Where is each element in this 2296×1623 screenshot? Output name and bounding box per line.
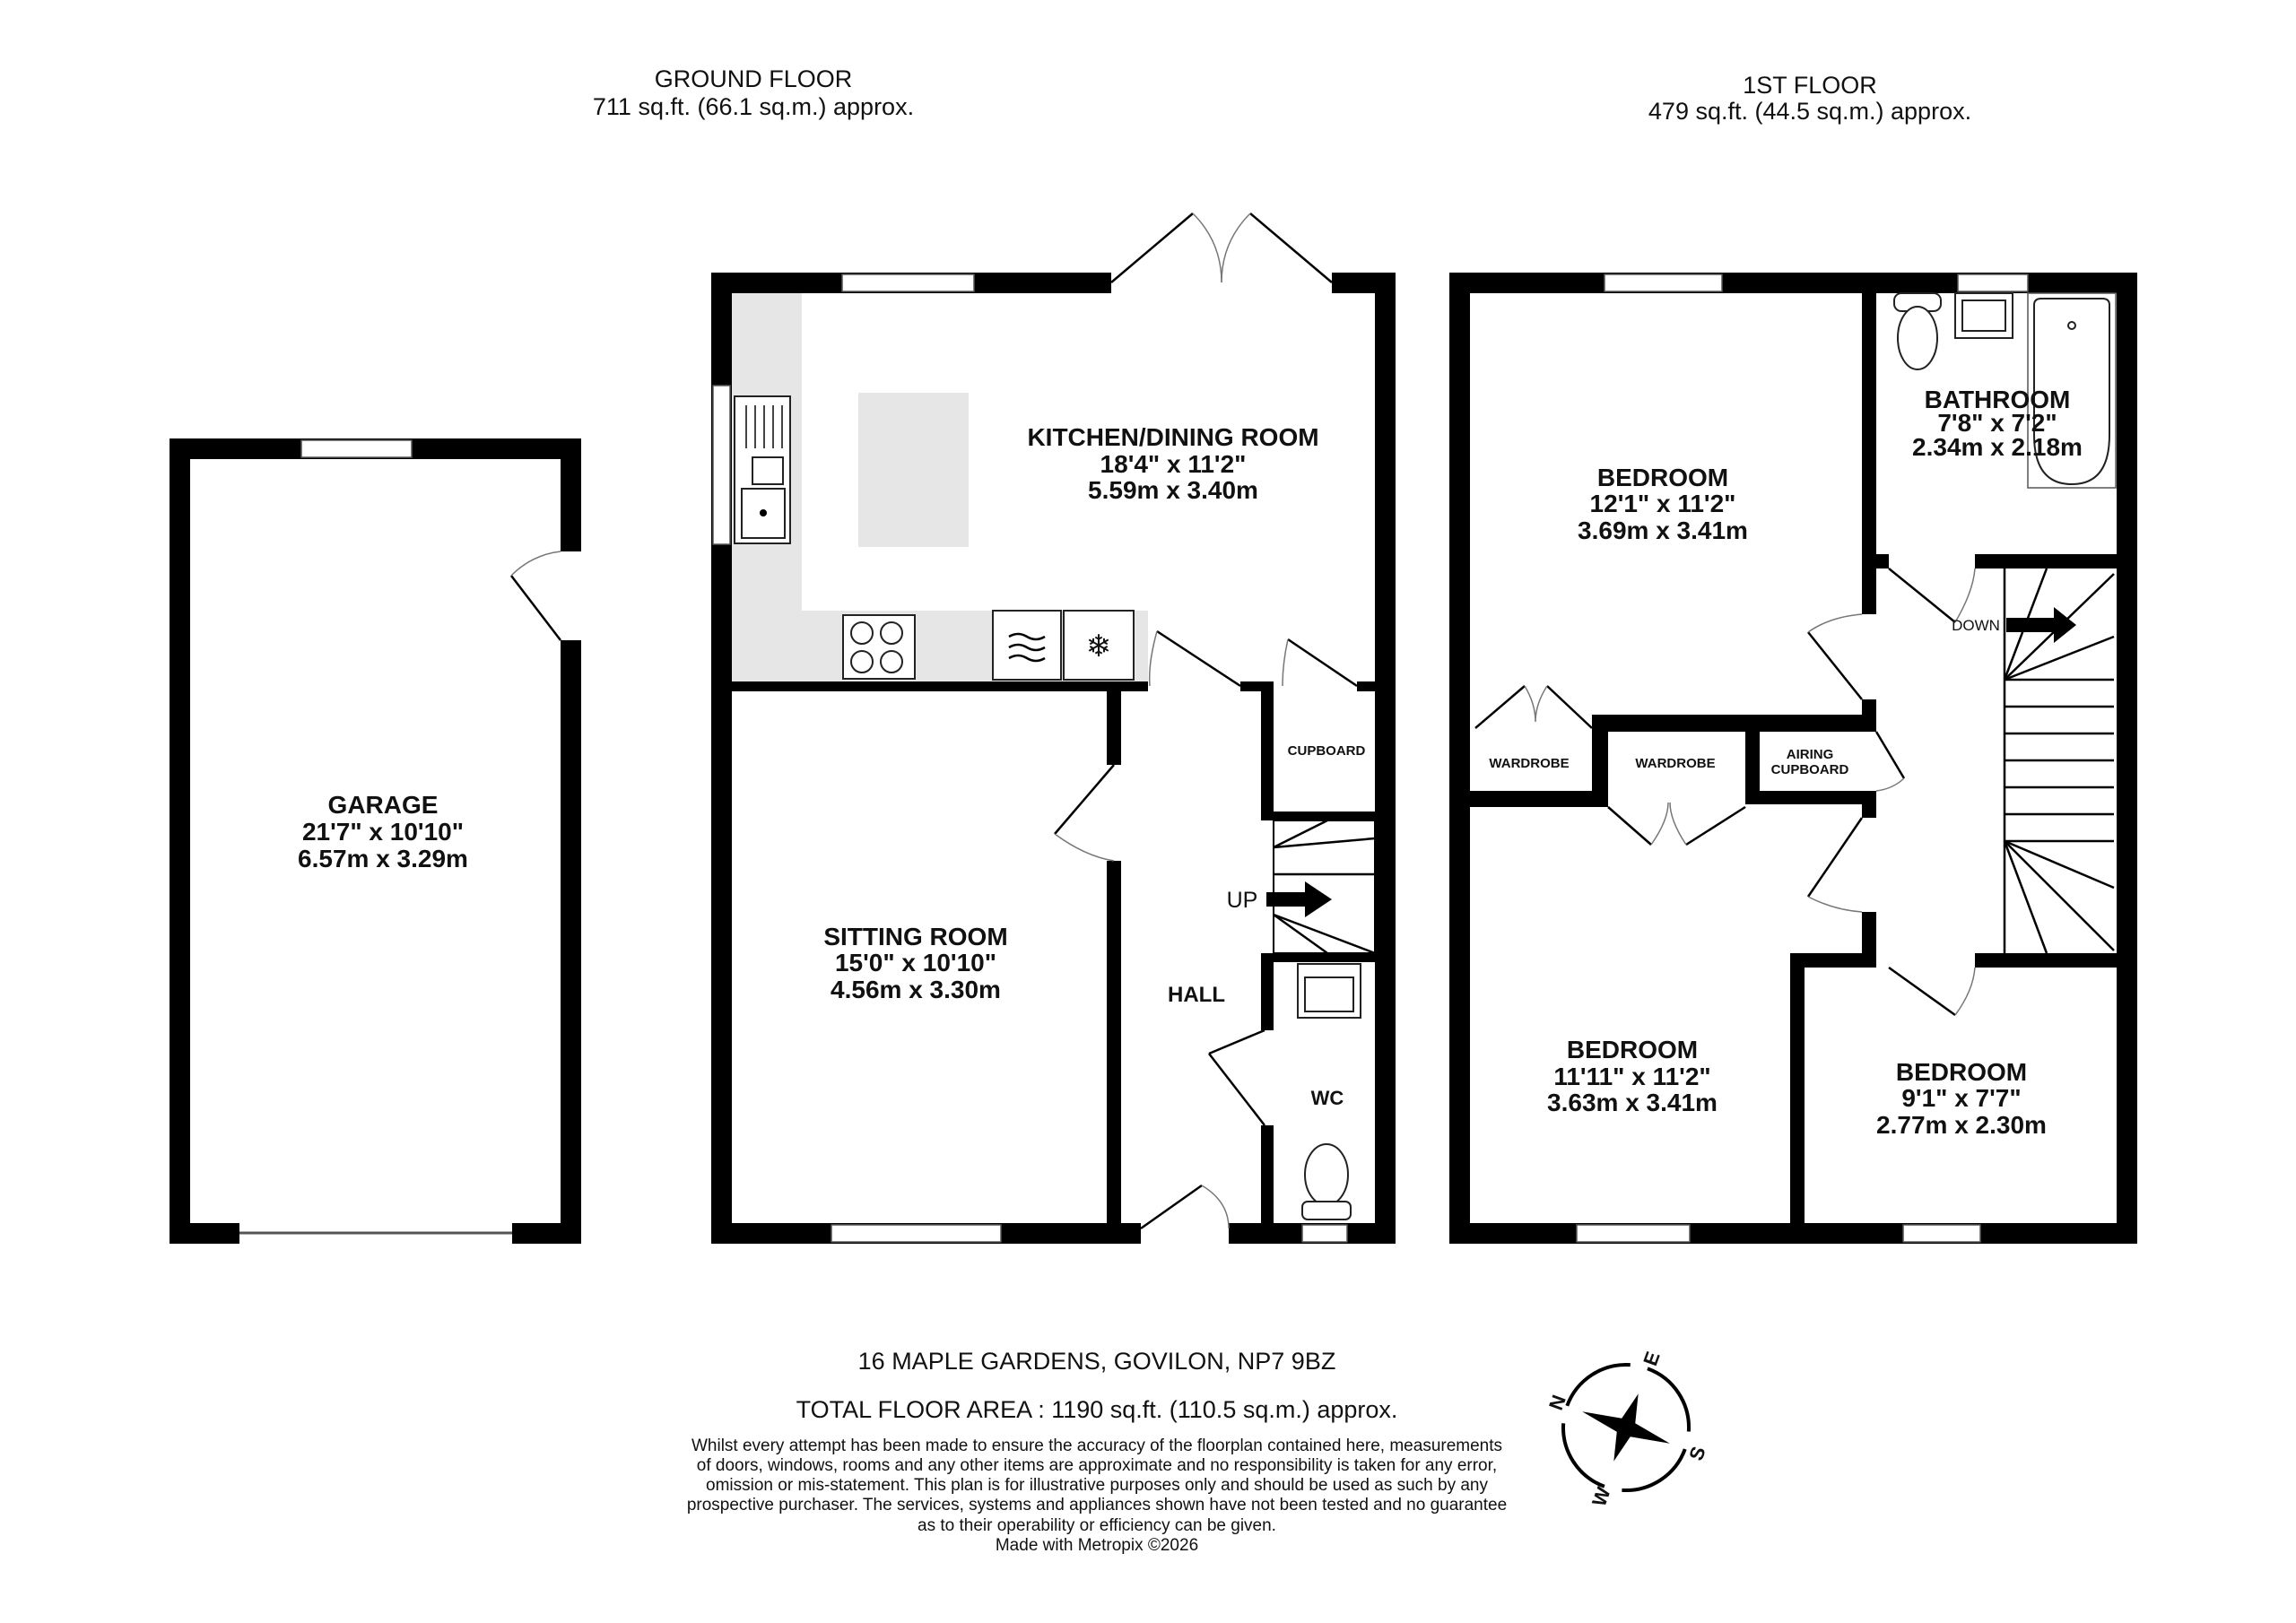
- ground-floor-area: 711 sq.ft. (66.1 sq.m.) approx.: [593, 93, 914, 120]
- room-label-bedroom: BEDROOM: [1597, 464, 1728, 491]
- disclaimer-line: prospective purchaser. The services, sys…: [687, 1496, 1507, 1515]
- bath-icon: [2027, 292, 2117, 489]
- room-dim-metric: 5.59m x 3.40m: [1088, 476, 1258, 504]
- room-dim-metric: 3.63m x 3.41m: [1547, 1089, 1718, 1116]
- basin-icon: [1954, 292, 2013, 339]
- window: [1957, 273, 2029, 292]
- room-dim-imperial: 12'1" x 11'2": [1590, 490, 1736, 517]
- stairs-first: [2003, 568, 2115, 954]
- room-label-kitchen: KITCHEN/DINING ROOM: [1027, 423, 1318, 451]
- toilet-icon: [1301, 1143, 1352, 1220]
- window: [712, 385, 731, 545]
- disclaimer-line: Whilst every attempt has been made to en…: [691, 1436, 1502, 1455]
- room-dim-imperial: 21'7" x 10'10": [302, 818, 464, 846]
- room-dim-metric: 2.77m x 2.30m: [1876, 1111, 2047, 1139]
- kitchen-island: [858, 393, 969, 547]
- washing-machine-icon: [992, 610, 1062, 681]
- room-label-garage: GARAGE: [328, 791, 439, 819]
- room-dim-metric: 4.56m x 3.30m: [831, 976, 1001, 1003]
- compass-icon: N E S W: [1544, 1349, 1710, 1509]
- credit: Made with Metropix ©2026: [996, 1536, 1198, 1555]
- room-dim-imperial: 15'0" x 10'10": [835, 949, 996, 976]
- window: [1301, 1224, 1348, 1243]
- compass-n: N: [1544, 1392, 1570, 1412]
- disclaimer-line: as to their operability or efficiency ca…: [918, 1516, 1276, 1535]
- room-label-wardrobe: WARDROBE: [1489, 756, 1569, 771]
- window: [841, 273, 975, 292]
- window: [831, 1224, 1002, 1243]
- address: 16 MAPLE GARDENS, GOVILON, NP7 9BZ: [858, 1348, 1336, 1375]
- room-label-hall: HALL: [1168, 983, 1225, 1007]
- window: [300, 439, 413, 458]
- window: [1576, 1224, 1691, 1243]
- room-label-bedroom: BEDROOM: [1567, 1036, 1698, 1063]
- svg-text:❄: ❄: [1086, 629, 1112, 664]
- room-label-sitting: SITTING ROOM: [823, 923, 1007, 950]
- stairs-label-up: UP: [1227, 888, 1258, 913]
- stairs-ground: [1266, 819, 1376, 955]
- room-label-wardrobe: WARDROBE: [1635, 756, 1715, 771]
- room-label-bathroom: BATHROOM: [1925, 386, 2071, 413]
- ground-floor-title: GROUND FLOOR: [655, 65, 853, 92]
- compass-w: W: [1587, 1484, 1615, 1509]
- room-label-cupboard: CUPBOARD: [1771, 762, 1849, 777]
- window: [1902, 1224, 1981, 1243]
- compass-s: S: [1684, 1444, 1710, 1463]
- window: [1604, 273, 1723, 292]
- room-dim-metric: 2.34m x 2.18m: [1912, 433, 2083, 461]
- hob-icon: [842, 614, 916, 680]
- room-label-wc: WC: [1311, 1087, 1344, 1109]
- room-dim-imperial: 18'4" x 11'2": [1100, 450, 1247, 478]
- room-dim-imperial: 11'11" x 11'2": [1553, 1063, 1710, 1090]
- room-label-airing: AIRING: [1787, 747, 1834, 762]
- total-floor-area: TOTAL FLOOR AREA : 1190 sq.ft. (110.5 sq…: [796, 1396, 1398, 1423]
- disclaimer-line: of doors, windows, rooms and any other i…: [697, 1456, 1497, 1475]
- garage: GARAGE 21'7" x 10'10" 6.57m x 3.29m: [170, 438, 581, 1244]
- disclaimer-line: omission or mis-statement. This plan is …: [706, 1476, 1488, 1495]
- room-dim-metric: 3.69m x 3.41m: [1578, 516, 1748, 544]
- stairs-label-down: DOWN: [1952, 617, 2000, 634]
- ground-floor-plan: ❄ KITCHEN/DINING ROOM 18'4" x 11'2" 5.59…: [711, 213, 1396, 1244]
- arrow-icon: [1266, 881, 1332, 917]
- basin-icon: [1297, 963, 1361, 1019]
- fridge-freezer-icon: ❄: [1063, 610, 1135, 681]
- room-label-bedroom: BEDROOM: [1896, 1058, 2027, 1086]
- arrow-icon: [2006, 607, 2076, 643]
- compass-e: E: [1639, 1349, 1665, 1368]
- room-dim-metric: 6.57m x 3.29m: [298, 845, 468, 872]
- first-floor-title: 1ST FLOOR: [1743, 72, 1877, 99]
- room-dim-imperial: 9'1" x 7'7": [1901, 1084, 2021, 1112]
- first-floor-area: 479 sq.ft. (44.5 sq.m.) approx.: [1648, 98, 1971, 125]
- toilet-icon: [1893, 292, 1942, 370]
- room-label-cupboard: CUPBOARD: [1288, 743, 1366, 759]
- first-floor-plan: BEDROOM 12'1" x 11'2" 3.69m x 3.41m BATH…: [1449, 273, 2137, 1244]
- sink-icon: [734, 395, 791, 544]
- room-dim-imperial: 7'8" x 7'2": [1937, 409, 2057, 437]
